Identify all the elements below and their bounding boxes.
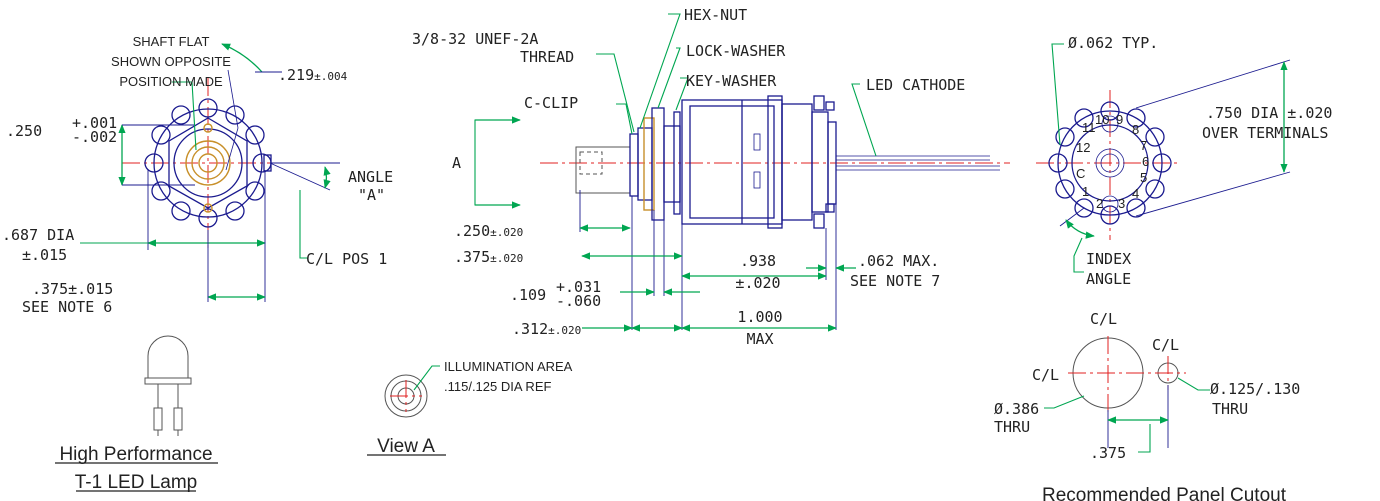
dia-386-line2: THRU: [994, 418, 1030, 436]
terminal-9: 9: [1116, 112, 1123, 127]
view-a-caption: View A: [377, 436, 435, 457]
led-cathode-label: LED CATHODE: [866, 76, 965, 94]
terminal-11: 11: [1082, 120, 1096, 135]
terminal-4: 4: [1132, 186, 1139, 201]
key-washer-label: KEY-WASHER: [686, 72, 777, 90]
led-lamp-illustration: High Performance T-1 LED Lamp: [55, 335, 218, 493]
hex-nut-label: HEX-NUT: [684, 6, 747, 24]
cutout-caption: Recommended Panel Cutout: [1042, 485, 1287, 501]
shaft-flat-note-line2: SHOWN OPPOSITE: [111, 54, 231, 69]
illumination-area-line2: .115/.125 DIA REF: [444, 379, 551, 394]
dia-125-line1: Ø.125/.130: [1210, 380, 1300, 398]
rear-terminal-view: 9 10 11 12 C 1 2 3 4 5 6 7 8 Ø.062 TYP. …: [1036, 34, 1332, 288]
front-end-view: SHAFT FLAT SHOWN OPPOSITE POSITION MADE …: [2, 34, 393, 316]
terminal-3: 3: [1118, 196, 1125, 211]
dim-250-tol-plus: +.001: [72, 114, 117, 132]
index-angle-line1: INDEX: [1086, 250, 1131, 268]
led-caption-line2: T-1 LED Lamp: [75, 472, 198, 493]
terminal-7: 7: [1140, 138, 1147, 153]
terminal-6: 6: [1142, 154, 1149, 169]
angle-a-line1: ANGLE: [348, 168, 393, 186]
cl-pos-1: C/L POS 1: [306, 250, 387, 268]
dia-125-line2: THRU: [1212, 400, 1248, 418]
dim-938-line2: ±.020: [735, 274, 780, 292]
cutout-cl-left: C/L: [1032, 366, 1059, 384]
thread-spec-line2: THREAD: [520, 48, 574, 66]
terminal-10: 10: [1095, 112, 1109, 127]
led-caption-line1: High Performance: [59, 444, 212, 465]
index-angle-line2: ANGLE: [1086, 270, 1131, 288]
cutout-cl-right: C/L: [1152, 336, 1179, 354]
shaft-flat-note-line1: SHAFT FLAT: [133, 34, 210, 49]
dim-062-line1: .062 MAX.: [858, 252, 939, 270]
terminal-2: 2: [1096, 196, 1103, 211]
dia-750-line1: .750 DIA ±.020: [1206, 104, 1332, 122]
dia-062-typ: Ø.062 TYP.: [1068, 34, 1158, 52]
cutout-dim-375: .375: [1090, 444, 1126, 462]
dim-375-line1: .375±.015: [32, 280, 113, 298]
dia-386-line1: Ø.386: [994, 400, 1039, 418]
dim-1000-line1: 1.000: [737, 308, 782, 326]
c-clip-label: C-CLIP: [524, 94, 578, 112]
shaft-flat-note-line3: POSITION MADE: [119, 74, 223, 89]
terminal-8: 8: [1132, 122, 1139, 137]
dim-1000-line2: MAX: [746, 330, 773, 348]
dim-250-side: .250±.020: [454, 222, 523, 240]
dim-219: .219±.004: [278, 66, 348, 84]
dim-062-line2: SEE NOTE 7: [850, 272, 940, 290]
dim-375-side: .375±.020: [454, 248, 523, 266]
panel-cutout: C/L C/L C/L Ø.386 THRU Ø.125/.130 THRU .…: [994, 310, 1300, 501]
illumination-area-line1: ILLUMINATION AREA: [444, 359, 573, 374]
thread-spec-line1: 3/8-32 UNEF-2A: [412, 30, 538, 48]
dim-375-line2: SEE NOTE 6: [22, 298, 112, 316]
dim-938-line1: .938: [740, 252, 776, 270]
lock-washer-label: LOCK-WASHER: [686, 42, 786, 60]
view-a-detail: ILLUMINATION AREA .115/.125 DIA REF View…: [367, 359, 573, 457]
terminal-12: 12: [1076, 140, 1090, 155]
angle-a-line2: "A": [358, 186, 385, 204]
dim-250-tol-minus: -.002: [72, 128, 117, 146]
dia-750-line2: OVER TERMINALS: [1202, 124, 1328, 142]
dia-687-line2: ±.015: [22, 246, 67, 264]
terminal-1: 1: [1082, 184, 1089, 199]
dim-109-tol-plus: +.031: [556, 278, 601, 296]
view-a-marker: A: [452, 154, 461, 172]
cutout-cl-top: C/L: [1090, 310, 1117, 328]
dim-312-side: .312±.020: [512, 320, 581, 338]
dim-109-tol-minus: -.060: [556, 292, 601, 310]
dim-250: .250: [6, 122, 42, 140]
terminal-5: 5: [1140, 170, 1147, 185]
dim-109-side: .109: [510, 286, 546, 304]
terminal-common: C: [1076, 166, 1085, 181]
dia-687-line1: .687 DIA: [2, 226, 74, 244]
side-view: A 3/8-32 UNEF-2A THREAD HEX-NUT LOCK-WAS…: [412, 6, 1010, 348]
